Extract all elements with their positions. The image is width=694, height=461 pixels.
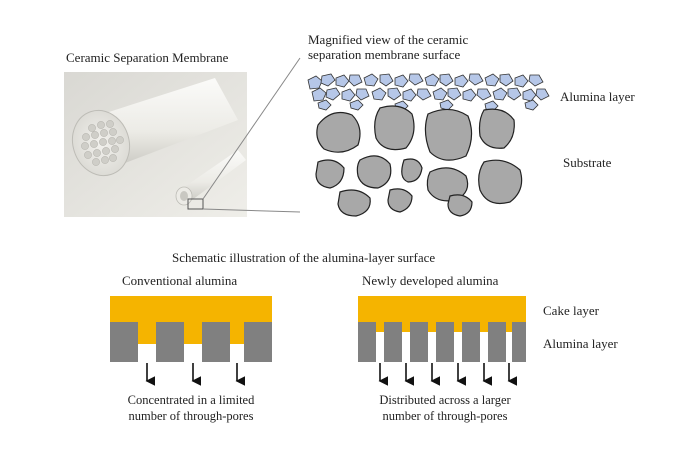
conventional-pore-fill [138, 322, 156, 344]
new-title: Newly developed alumina [362, 273, 499, 288]
substrate-grains [315, 105, 523, 217]
new-cake-layer [358, 296, 526, 322]
new-pore-fill [480, 322, 488, 332]
new-pore-fill [376, 322, 384, 332]
new-caption-line1: Distributed across a larger [379, 393, 511, 407]
conventional-schematic [110, 296, 272, 386]
magnified-title-line1: Magnified view of the ceramic [308, 32, 469, 47]
conventional-alumina-block [110, 322, 138, 362]
magnified-title-line2: separation membrane surface [308, 47, 461, 62]
schematic-title: Schematic illustration of the alumina-la… [172, 250, 436, 265]
substrate-label: Substrate [563, 155, 612, 170]
new-alumina-block [358, 322, 376, 362]
photo-title: Ceramic Separation Membrane [66, 50, 229, 65]
new-pore-fill [428, 322, 436, 332]
new-alumina-block [512, 322, 526, 362]
new-alumina-block [488, 322, 506, 362]
new-caption-line2: number of through-pores [382, 409, 508, 423]
new-alumina-block [384, 322, 402, 362]
conventional-alumina-block [202, 322, 230, 362]
new-pore-fill [506, 322, 512, 332]
new-pore-fill [402, 322, 410, 332]
alumina-layer-label-top: Alumina layer [560, 89, 635, 104]
new-alumina-block [410, 322, 428, 362]
alumina-particles [307, 73, 550, 112]
new-pore-fill [454, 322, 462, 332]
cake-layer-label: Cake layer [543, 303, 599, 318]
conventional-title: Conventional alumina [122, 273, 238, 288]
conventional-cake-layer [110, 296, 272, 322]
conventional-caption-line2: number of through-pores [128, 409, 254, 423]
new-alumina-block [436, 322, 454, 362]
conventional-alumina-block [244, 322, 272, 362]
alumina-layer-label-bottom: Alumina layer [543, 336, 618, 351]
new-alumina-block [462, 322, 480, 362]
conventional-pore-fill [184, 322, 202, 344]
new-schematic [358, 296, 526, 386]
conventional-alumina-block [156, 322, 184, 362]
conventional-caption-line1: Concentrated in a limited [127, 393, 255, 407]
conventional-pore-fill [230, 322, 244, 344]
